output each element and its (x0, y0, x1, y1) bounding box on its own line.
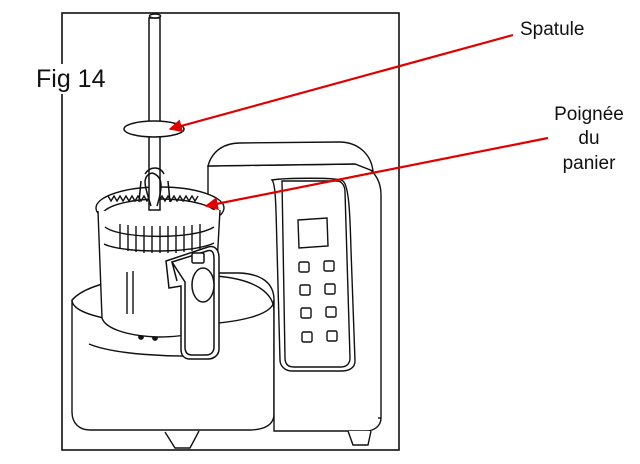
appliance-body (71, 141, 382, 449)
basket-handle (165, 245, 220, 360)
basket-handle-label-line-3: panier (562, 152, 616, 174)
spatule-label: Spatule (520, 19, 585, 40)
basket-handle-arrow (204, 136, 549, 211)
figure-label: Fig 14 (34, 64, 108, 94)
basket-handle-label: Poignée du panier (540, 103, 638, 176)
basket-handle-label-line-2: du (578, 128, 600, 150)
spatula (123, 13, 185, 211)
basket-handle-label-line-1: Poignée (554, 104, 624, 125)
spatule-arrow (168, 33, 514, 133)
figure-border (61, 12, 400, 451)
